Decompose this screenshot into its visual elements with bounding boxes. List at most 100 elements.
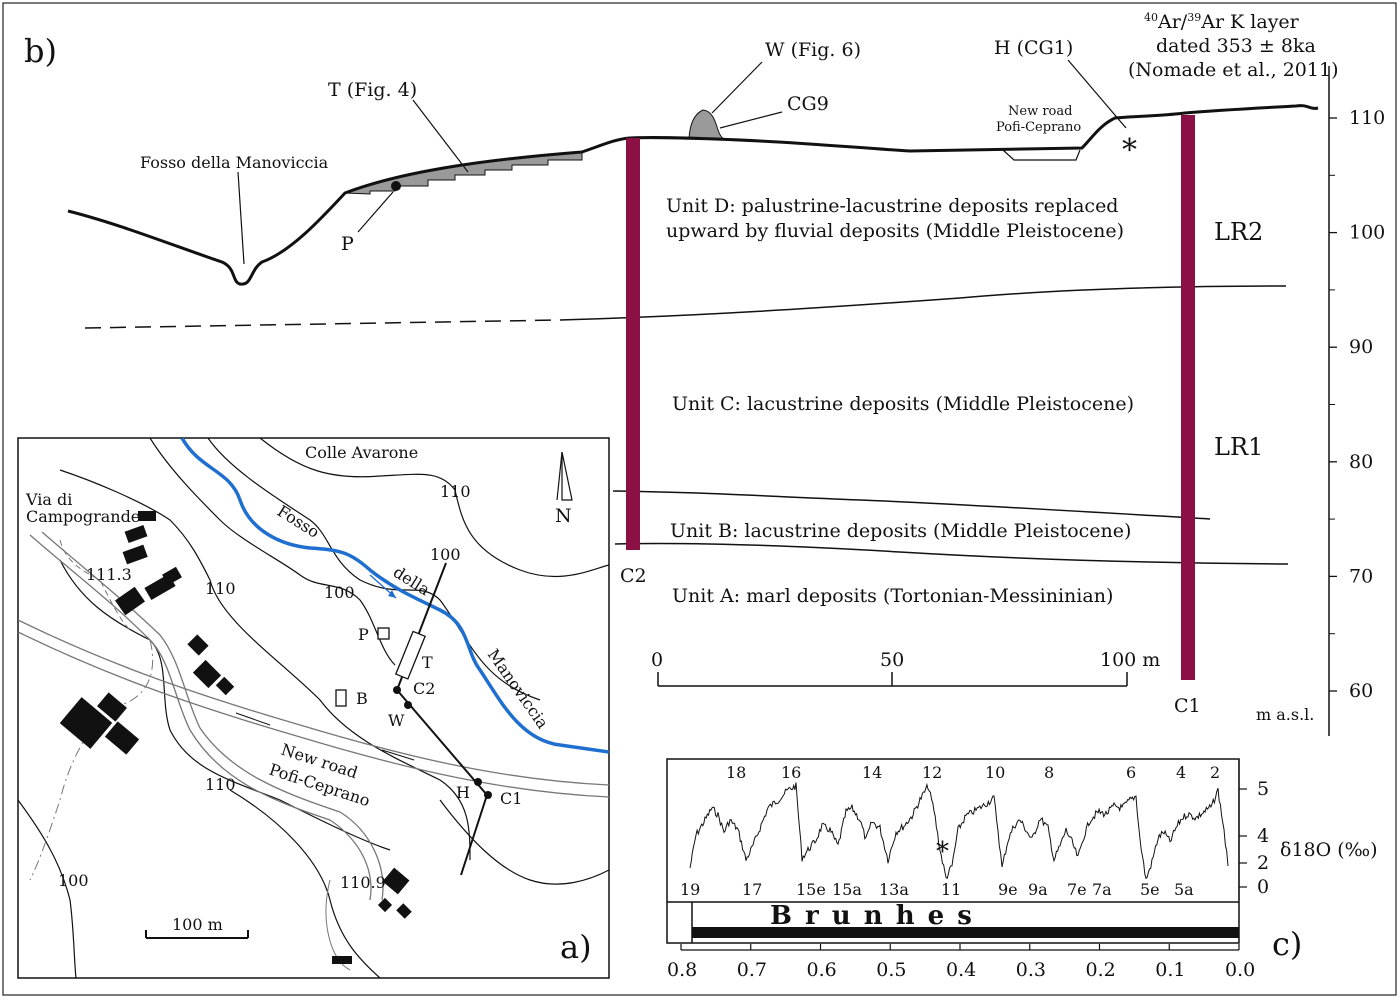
elevation-tick-label: 80	[1349, 451, 1373, 473]
label-CG9: CG9	[787, 93, 829, 115]
label-ar-dating-line1: 40Ar/39Ar K layer	[1144, 11, 1300, 33]
leader-P	[357, 191, 394, 233]
elevation-tick-label: 100	[1349, 222, 1385, 244]
map-label-contour-100: 100	[58, 871, 89, 890]
label-fosso-della-manoviccia: Fosso della Manoviccia	[140, 153, 329, 172]
isotope-trough-label: 5a	[1174, 880, 1194, 899]
map-label-via-di: Via di	[25, 490, 72, 509]
panel-label-c: c)	[1272, 925, 1302, 963]
unit-D-line2: upward by fluvial deposits (Middle Pleis…	[666, 220, 1124, 242]
isotope-trough-label: 7a	[1092, 880, 1112, 899]
map-scale-label: 100 m	[172, 915, 223, 934]
map-label-T: T	[422, 653, 433, 672]
label-ar-dating-line2: dated 353 ± 8ka	[1156, 35, 1316, 57]
map-site-B	[335, 689, 347, 707]
leader-CG9	[719, 111, 783, 129]
elevation-tick-label: 70	[1349, 565, 1373, 587]
isotope-x-tick-label: 0.1	[1155, 959, 1185, 981]
isotope-x-tick-label: 0.8	[667, 959, 697, 981]
leader-W	[711, 61, 763, 114]
side-road	[29, 639, 154, 881]
label-C1-core: C1	[1174, 695, 1201, 717]
ar-sup-39: 39	[1187, 11, 1201, 24]
panel-label-a: a)	[560, 928, 592, 966]
elevation-tick-label: 110	[1349, 107, 1385, 129]
map-label-contour-100: 100	[430, 545, 461, 564]
map-label-W: W	[388, 711, 405, 730]
map-label-north: N	[555, 505, 572, 527]
topographic-profile	[67, 104, 1319, 286]
isotope-trough-label: 19	[680, 880, 700, 899]
label-LR2: LR2	[1214, 218, 1263, 246]
map-site-T	[394, 630, 426, 680]
leader-H	[1067, 59, 1127, 129]
unit-C: Unit C: lacustrine deposits (Middle Plei…	[672, 393, 1134, 415]
section-line-lower	[460, 794, 488, 876]
label-P: P	[341, 233, 354, 255]
unit-B: Unit B: lacustrine deposits (Middle Plei…	[670, 520, 1131, 542]
road-via-campogrande-edge	[41, 531, 384, 901]
map-label-H: H	[456, 783, 470, 802]
map-label-spot-111-3: 111.3	[86, 565, 132, 584]
map-point-C2	[393, 686, 401, 694]
boundary-c-d-solid	[559, 285, 1287, 321]
label-new-road-1: New road	[1008, 104, 1072, 119]
ar-part1: Ar/	[1157, 11, 1188, 33]
contour-line	[149, 438, 396, 666]
flow-arrow-head	[388, 590, 396, 598]
isotope-peak-label: 14	[862, 763, 882, 782]
isotope-y-tick-label: 4	[1257, 825, 1269, 847]
map-label-spot-110-9: 110.9	[340, 873, 386, 892]
elevation-unit: m a.s.l.	[1256, 705, 1314, 724]
star-marker: *	[1122, 133, 1137, 168]
map-label-colle-avarone: Colle Avarone	[305, 443, 418, 462]
brunhes-label: B r u n h e s	[770, 901, 974, 931]
isotope-peak-label: 8	[1044, 763, 1054, 782]
new-road-cut	[1002, 149, 1081, 161]
isotope-x-tick-label: 0.6	[807, 959, 837, 981]
isotope-trough-label: 9a	[1028, 880, 1048, 899]
contour-line	[18, 799, 77, 978]
boundary-c-d	[84, 319, 561, 329]
label-T-fig4: T (Fig. 4)	[328, 79, 417, 101]
buildings	[59, 511, 412, 964]
map-point-W	[404, 701, 412, 709]
leader-fosso	[237, 171, 245, 265]
isotope-star: *	[936, 837, 949, 867]
map-site-P	[377, 627, 390, 640]
section-line-mid	[396, 689, 488, 796]
map-panel: Colle Avarone Via di Campogrande 111.3 1…	[17, 437, 610, 979]
elevation-tick-label: 90	[1349, 336, 1373, 358]
isotope-peak-label: 4	[1176, 763, 1186, 782]
map-label-contour-110: 110	[205, 775, 236, 794]
isotope-y-tick-label: 5	[1257, 778, 1269, 800]
isotope-peak-label: 16	[781, 763, 801, 782]
road-via-campogrande	[29, 534, 372, 901]
map-label-contour-110: 110	[440, 482, 471, 501]
isotope-x-tick-label: 0.3	[1016, 959, 1046, 981]
isotope-x-tick-label: 0.7	[737, 959, 767, 981]
core-C1	[1181, 115, 1195, 680]
isotope-trough-label: 5e	[1140, 880, 1160, 899]
isotope-trough-label: 17	[742, 880, 762, 899]
unit-A: Unit A: marl deposits (Tortonian-Messini…	[672, 585, 1113, 607]
label-ar-dating-line3: (Nomade et al., 2011)	[1128, 59, 1338, 81]
isotope-peak-label: 10	[985, 763, 1005, 782]
map-label-C2: C2	[413, 679, 435, 698]
traffic-arrow	[235, 712, 271, 726]
scale-bar-label-100: 100 m	[1100, 649, 1160, 671]
boundary-a-b	[614, 542, 1289, 565]
boundary-b-c	[612, 490, 1211, 520]
contour-line	[229, 789, 381, 978]
isotope-x-tick-label: 0.0	[1225, 959, 1255, 981]
isotope-trough-label: 7e	[1067, 880, 1087, 899]
scale-bar-label-50: 50	[880, 649, 904, 671]
unit-D-line1: Unit D: palustrine-lacustrine deposits r…	[666, 195, 1118, 217]
label-C2-core: C2	[620, 565, 647, 587]
